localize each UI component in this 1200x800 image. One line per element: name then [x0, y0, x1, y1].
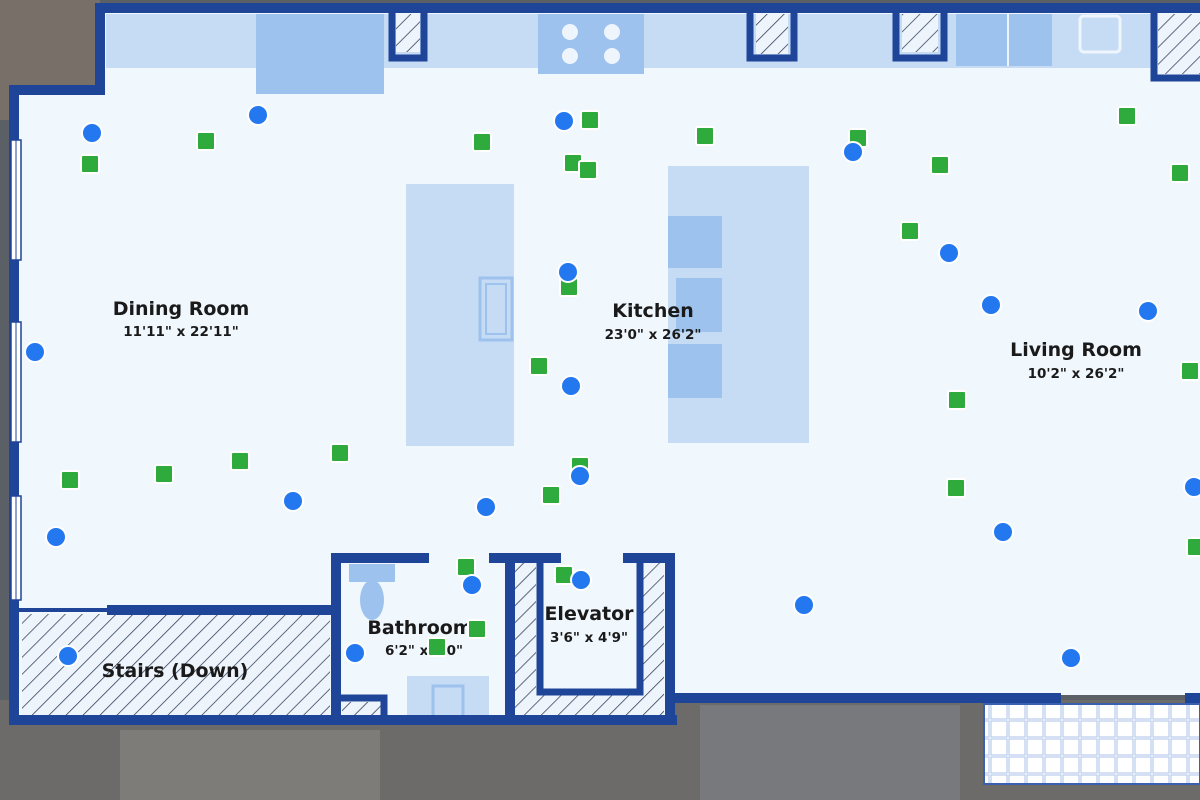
sensor-marker[interactable] [529, 356, 549, 376]
bathroom-fixtures [349, 564, 489, 720]
sensor-marker[interactable] [60, 470, 80, 490]
sensor-marker[interactable] [900, 221, 920, 241]
access-point-marker[interactable] [569, 465, 591, 487]
sensor-marker[interactable] [1170, 163, 1190, 183]
room-dims-elevator: 3'6" x 4'9" [550, 630, 628, 646]
sensor-marker[interactable] [472, 132, 492, 152]
access-point-marker[interactable] [1183, 476, 1200, 498]
access-point-marker[interactable] [45, 526, 67, 548]
access-point-marker[interactable] [282, 490, 304, 512]
access-point-marker[interactable] [247, 104, 269, 126]
sensor-marker[interactable] [1117, 106, 1137, 126]
room-name-kitchen: Kitchen [612, 300, 694, 322]
room-name-bathroom: Bathroom [367, 617, 472, 639]
sensor-marker[interactable] [1186, 537, 1200, 557]
access-point-marker[interactable] [557, 261, 579, 283]
room-dims-dining: 11'11" x 22'11" [123, 324, 239, 340]
sensor-marker[interactable] [580, 110, 600, 130]
access-point-marker[interactable] [842, 141, 864, 163]
access-point-marker[interactable] [344, 642, 366, 664]
access-point-marker[interactable] [793, 594, 815, 616]
room-dims-living: 10'2" x 26'2" [1028, 366, 1125, 382]
access-point-marker[interactable] [938, 242, 960, 264]
access-point-marker[interactable] [1137, 300, 1159, 322]
sensor-marker[interactable] [427, 637, 447, 657]
sensor-marker[interactable] [578, 160, 598, 180]
access-point-marker[interactable] [1060, 647, 1082, 669]
top-columns [396, 14, 1200, 74]
sensor-marker[interactable] [230, 451, 250, 471]
room-name-dining: Dining Room [113, 298, 250, 320]
sensor-marker[interactable] [456, 557, 476, 577]
access-point-marker[interactable] [560, 375, 582, 397]
kitchen-islands [406, 166, 809, 446]
left-windows [10, 139, 22, 601]
sensor-marker[interactable] [947, 390, 967, 410]
access-point-marker[interactable] [475, 496, 497, 518]
top-counters [106, 14, 1156, 94]
room-name-living: Living Room [1010, 339, 1142, 361]
sensor-marker[interactable] [930, 155, 950, 175]
access-point-marker[interactable] [461, 574, 483, 596]
access-point-marker[interactable] [980, 294, 1002, 316]
sensor-marker[interactable] [467, 619, 487, 639]
sensor-marker[interactable] [154, 464, 174, 484]
room-dims-bathroom: 6'2" x 6'0" [385, 643, 463, 659]
room-name-stairs: Stairs (Down) [102, 660, 249, 682]
sensor-marker[interactable] [196, 131, 216, 151]
sensor-marker[interactable] [330, 443, 350, 463]
access-point-marker[interactable] [992, 521, 1014, 543]
sensor-marker[interactable] [1180, 361, 1200, 381]
sensor-marker[interactable] [946, 478, 966, 498]
room-name-elevator: Elevator [544, 603, 634, 625]
access-point-marker[interactable] [57, 645, 79, 667]
sensor-marker[interactable] [80, 154, 100, 174]
marker-layer [24, 104, 1200, 669]
access-point-marker[interactable] [24, 341, 46, 363]
access-point-marker[interactable] [81, 122, 103, 144]
elevator-shaft [512, 562, 664, 718]
access-point-marker[interactable] [553, 110, 575, 132]
access-point-marker[interactable] [570, 569, 592, 591]
sensor-marker[interactable] [541, 485, 561, 505]
stairs-area [22, 614, 330, 718]
room-dims-kitchen: 23'0" x 26'2" [605, 327, 702, 343]
balcony [983, 703, 1200, 785]
sensor-marker[interactable] [695, 126, 715, 146]
